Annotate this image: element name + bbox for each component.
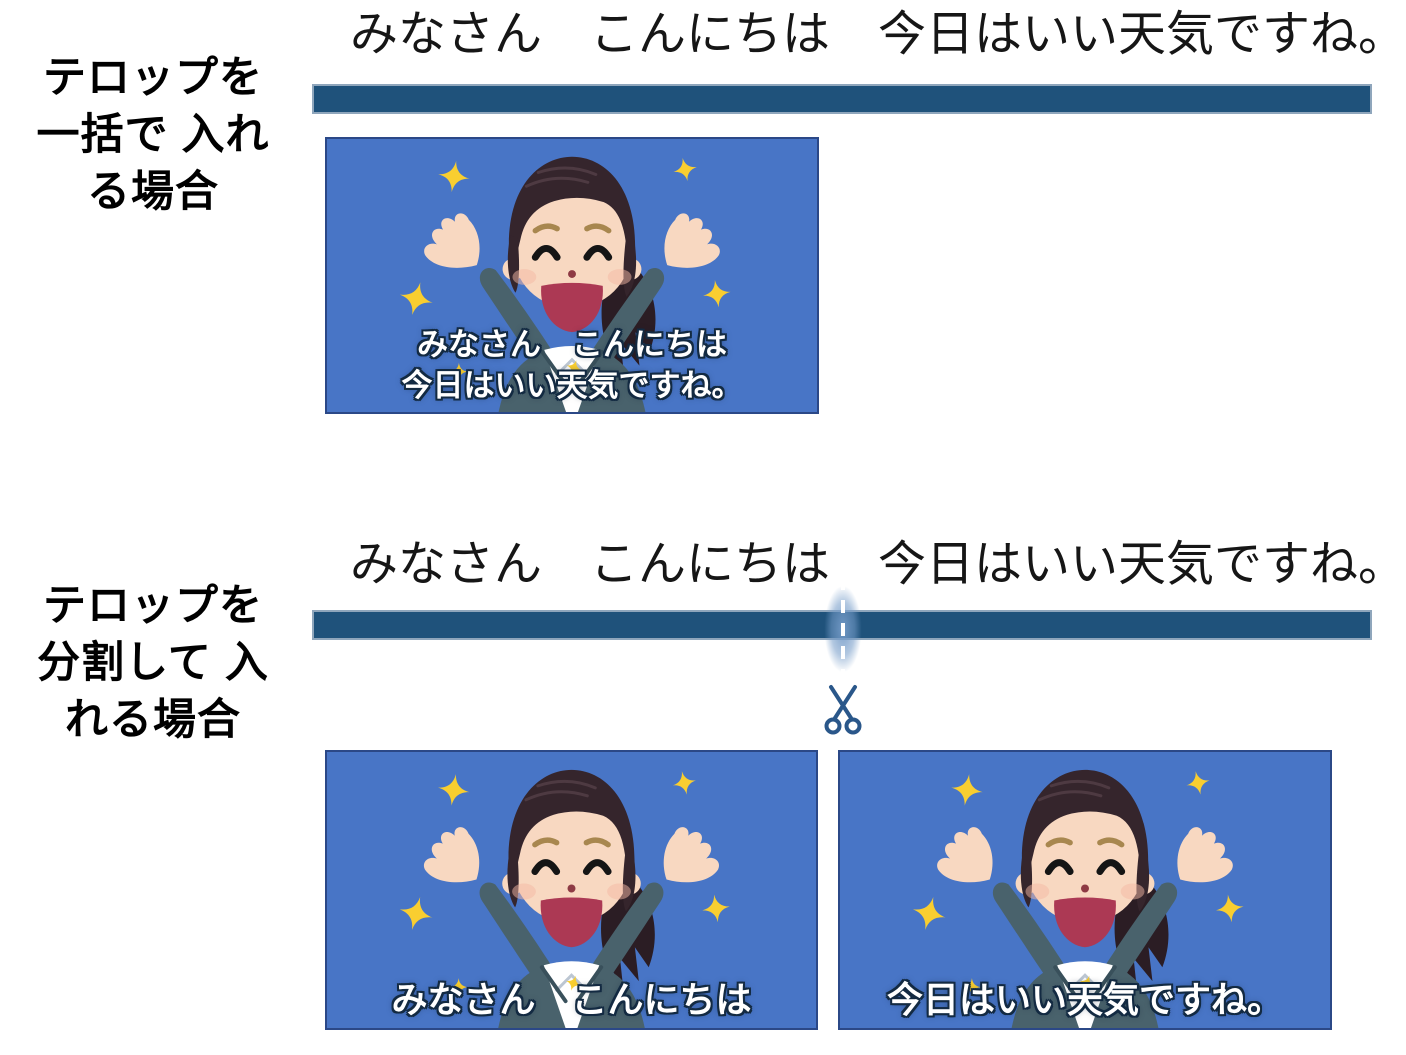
- sparkle-icon: [962, 975, 1095, 997]
- cut-line: [841, 577, 845, 679]
- subtitle-line: 今日はいい天気ですね。: [401, 368, 743, 403]
- label-line: 入れる場合: [65, 639, 269, 744]
- audio-transcript-text: みなさん こんにちは 今日はいい天気ですね。: [350, 538, 1406, 591]
- label-line: 一括で: [36, 111, 169, 159]
- sparkle-icon: [449, 975, 582, 997]
- woman-figure: [423, 769, 720, 1028]
- subtitle-line: 今日はいい天気ですね。: [886, 979, 1283, 1020]
- joyful-woman-illustration: [912, 769, 1244, 1028]
- scissors-icon: [824, 685, 862, 735]
- subtitle-overlay: みなさん こんにちは: [327, 978, 816, 1022]
- woman-figure: [424, 156, 720, 412]
- video-frame-split-left: みなさん こんにちは: [325, 750, 818, 1030]
- sparkle-icon: [912, 771, 1244, 930]
- joyful-woman-illustration: [399, 156, 731, 412]
- sparkle-icon: [449, 360, 582, 381]
- sparkle-icon: [399, 157, 731, 315]
- subtitle-overlay: 今日はいい天気ですね。: [840, 978, 1330, 1022]
- joyful-woman-illustration: [399, 769, 730, 1028]
- video-frame-split-right: 今日はいい天気ですね。: [838, 750, 1332, 1030]
- section-label-batch: テロップを 一括で 入れる場合: [28, 50, 278, 221]
- subtitle-line: みなさん こんにちは: [391, 979, 752, 1020]
- video-frame-batch: みなさん こんにちは 今日はいい天気ですね。: [325, 137, 819, 414]
- audio-transcript-text: みなさん こんにちは 今日はいい天気ですね。: [350, 8, 1406, 61]
- woman-figure: [937, 769, 1233, 1028]
- label-line: テロップを: [43, 54, 263, 102]
- label-line: 分割して: [37, 639, 212, 687]
- label-line: 入れる場合: [87, 111, 270, 216]
- subtitle-line: みなさん こんにちは: [417, 327, 727, 362]
- sparkle-icon: [399, 771, 730, 930]
- timeline-bar: [312, 84, 1372, 114]
- section-label-split: テロップを 分割して 入れる場合: [28, 578, 278, 749]
- label-line: テロップを: [43, 582, 263, 630]
- subtitle-overlay: みなさん こんにちは 今日はいい天気ですね。: [327, 324, 817, 406]
